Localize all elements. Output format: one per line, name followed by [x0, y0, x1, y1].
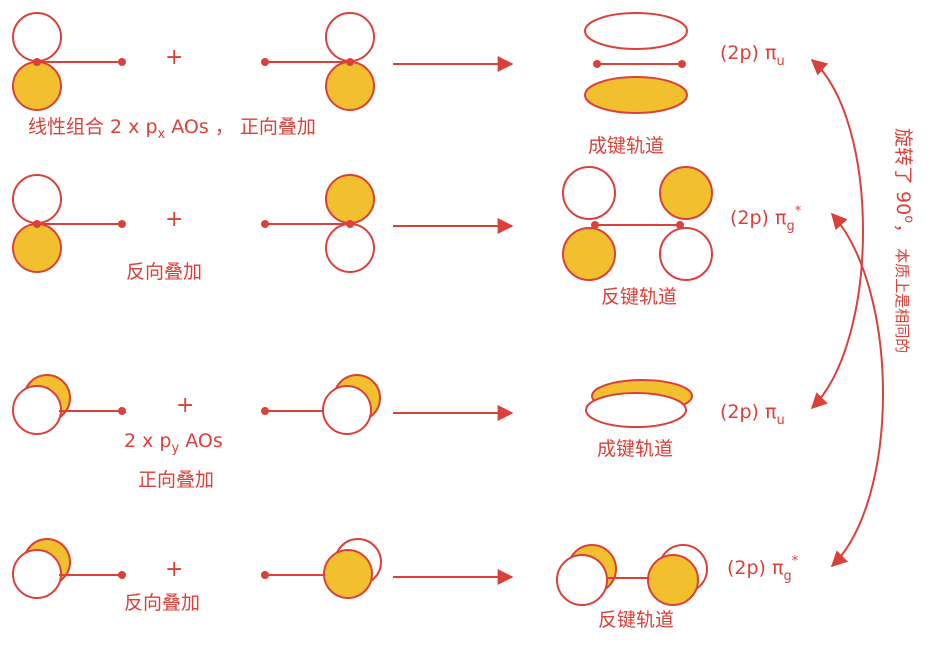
curved-arrow-pi-g [830, 212, 884, 568]
ao-lobe-top-white [12, 12, 62, 62]
mo-lobe-top-white [584, 12, 688, 50]
row-caption-line2: 正向叠加 [138, 469, 214, 491]
nucleus-dot [118, 220, 126, 228]
curved-arrow-pi-u [810, 58, 864, 410]
row-caption: 反向叠加 [124, 592, 200, 614]
nucleus-dot [261, 571, 269, 579]
nucleus-dot [118, 407, 126, 415]
row-caption: 线性组合 2 x px AOs ， 正向叠加 [28, 116, 316, 142]
row-2: + 反向叠加 反键轨道 (2p) πg* [12, 166, 802, 308]
ao-lobe-front-gold [323, 549, 373, 599]
ao-lobe-front-white [12, 549, 62, 599]
mo-label: (2p) πg* [730, 204, 802, 234]
nucleus-dot [678, 60, 686, 68]
nucleus-dot [261, 407, 269, 415]
ao-lobe-top-white [12, 174, 62, 224]
nucleus-dot [118, 571, 126, 579]
row-4: + 反向叠加 反键轨道 (2p) πg* [12, 538, 799, 631]
mo-lobe-gold [659, 166, 713, 220]
plus-sign: + [165, 557, 183, 582]
ao-lobe-bottom-white [325, 223, 375, 273]
nucleus-dot [33, 58, 41, 66]
side-note-text: 旋转了 90o，本质上是相同的 [892, 128, 916, 353]
row-3: + 2 x py AOs 正向叠加 成键轨道 (2p) πu [12, 374, 785, 491]
ao-lobe-bottom-gold [12, 61, 62, 111]
plus-sign: + [165, 207, 183, 232]
mo-lobe-gold [562, 227, 616, 281]
row-1: + 线性组合 2 x px AOs ， 正向叠加 成键轨道 (2p) πu [12, 12, 785, 157]
mo-lobe-bottom-gold [584, 76, 688, 114]
nucleus-dot [591, 221, 599, 229]
mo-caption: 反键轨道 [601, 286, 677, 308]
ao-lobe-top-white [325, 12, 375, 62]
mo-label: (2p) πu [720, 401, 785, 428]
mo-label: (2p) πg* [727, 554, 799, 584]
row-caption: 反向叠加 [126, 261, 202, 283]
nucleus-dot [118, 58, 126, 66]
nucleus-dot [346, 58, 354, 66]
ao-lobe-bottom-gold [12, 223, 62, 273]
nucleus-dot [33, 220, 41, 228]
ao-lobe-front-white [12, 385, 62, 435]
ao-lobe-bottom-gold [325, 61, 375, 111]
mo-label: (2p) πu [720, 42, 785, 69]
mo-lobe-front-gold [647, 554, 699, 606]
nucleus-dot [261, 220, 269, 228]
mo-lobe-front-white [585, 392, 687, 428]
nucleus-dot [676, 221, 684, 229]
equivalence-arrows [810, 58, 884, 568]
ao-lobe-front-white [322, 385, 372, 435]
row-caption: 2 x py AOs [124, 430, 223, 456]
mo-lobe-white [659, 227, 713, 281]
nucleus-dot [346, 220, 354, 228]
ao-lobe-top-gold [325, 174, 375, 224]
mo-caption: 反键轨道 [598, 609, 674, 631]
mo-lobe-front-white [556, 554, 608, 606]
mo-lobe-white [562, 166, 616, 220]
nucleus-dot [261, 58, 269, 66]
plus-sign: + [165, 45, 183, 70]
plus-sign: + [176, 393, 194, 418]
nucleus-dot [593, 60, 601, 68]
mo-caption: 成键轨道 [597, 438, 673, 460]
side-note: 旋转了 90o，本质上是相同的 [892, 128, 916, 353]
mo-caption: 成键轨道 [588, 135, 664, 157]
